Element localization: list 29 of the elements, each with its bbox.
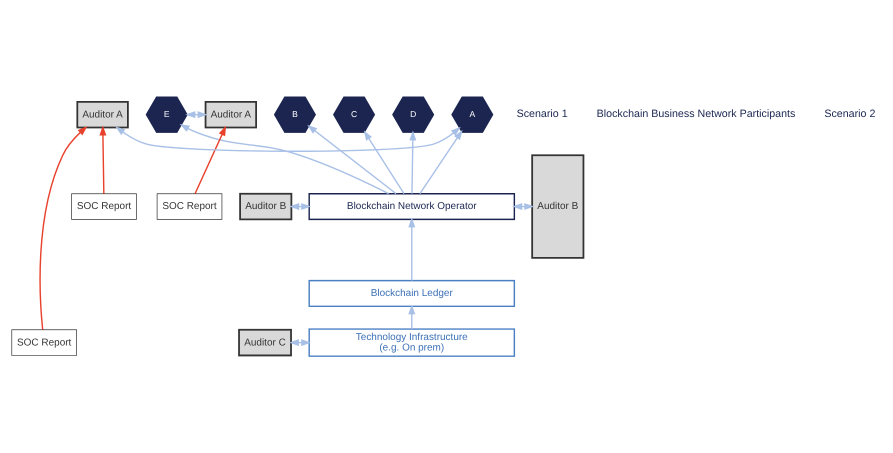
node-box: Auditor A: [204, 100, 257, 128]
node-box: SOC Report: [156, 193, 222, 220]
node-box: Auditor B: [239, 192, 292, 220]
arrow: [364, 130, 405, 194]
arrow: [512, 203, 534, 210]
arrow: [39, 126, 88, 330]
node-box: SOC Report: [11, 329, 77, 356]
arrow: [408, 217, 416, 280]
label: Scenario 1: [516, 108, 568, 120]
arrow: [115, 126, 461, 152]
arrow: [180, 124, 389, 194]
node-box: Auditor C: [238, 328, 292, 356]
node-box: SOC Report: [71, 193, 137, 220]
arrow: [185, 111, 208, 118]
arrow: [99, 126, 106, 194]
arrow: [419, 130, 463, 194]
node-box: Blockchain Network Operator: [308, 193, 516, 220]
node-box: Auditor A: [76, 100, 129, 128]
arrow: [288, 339, 312, 346]
label: Blockchain Business Network Participants: [596, 108, 796, 120]
node-box: Auditor B: [531, 154, 584, 259]
arrow: [408, 304, 416, 329]
label: Scenario 2: [824, 108, 876, 120]
arrow: [289, 203, 312, 210]
arrow: [409, 130, 416, 194]
node-box: Blockchain Ledger: [308, 280, 516, 307]
arrow: [194, 126, 226, 194]
arrow: [307, 124, 396, 194]
node-box: Technology Infrastructure (e.g. On prem): [308, 328, 516, 357]
